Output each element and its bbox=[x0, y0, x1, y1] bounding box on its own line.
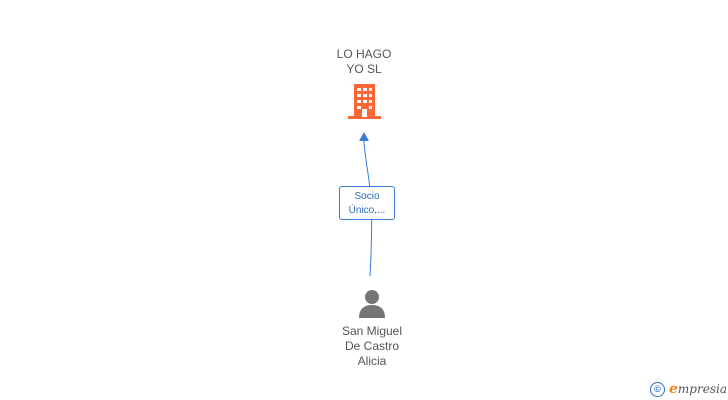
person-name-line-3: Alicia bbox=[357, 354, 387, 368]
person-name-line-1: San Miguel bbox=[341, 324, 403, 338]
brand-logo[interactable]: © empresia bbox=[650, 380, 727, 398]
copyright-icon: © bbox=[650, 381, 665, 397]
relation-label[interactable]: Socio Único,... bbox=[339, 186, 395, 220]
relation-label-line-2: Único,... bbox=[348, 205, 386, 216]
person-icon[interactable] bbox=[357, 288, 387, 318]
brand-name: empresia bbox=[669, 381, 727, 397]
person-name-line-2: De Castro bbox=[344, 339, 400, 353]
person-name[interactable]: San Miguel De Castro Alicia bbox=[302, 324, 442, 369]
building-icon[interactable] bbox=[348, 84, 381, 119]
brand-initial: e bbox=[669, 381, 678, 397]
brand-name-rest: mpresia bbox=[677, 382, 727, 396]
edge-arrowhead bbox=[359, 132, 369, 141]
company-name[interactable]: LO HAGO YO SL bbox=[304, 47, 424, 77]
company-name-line-2: YO SL bbox=[346, 62, 382, 76]
company-name-line-1: LO HAGO bbox=[336, 47, 392, 61]
relation-label-line-1: Socio bbox=[354, 191, 380, 202]
